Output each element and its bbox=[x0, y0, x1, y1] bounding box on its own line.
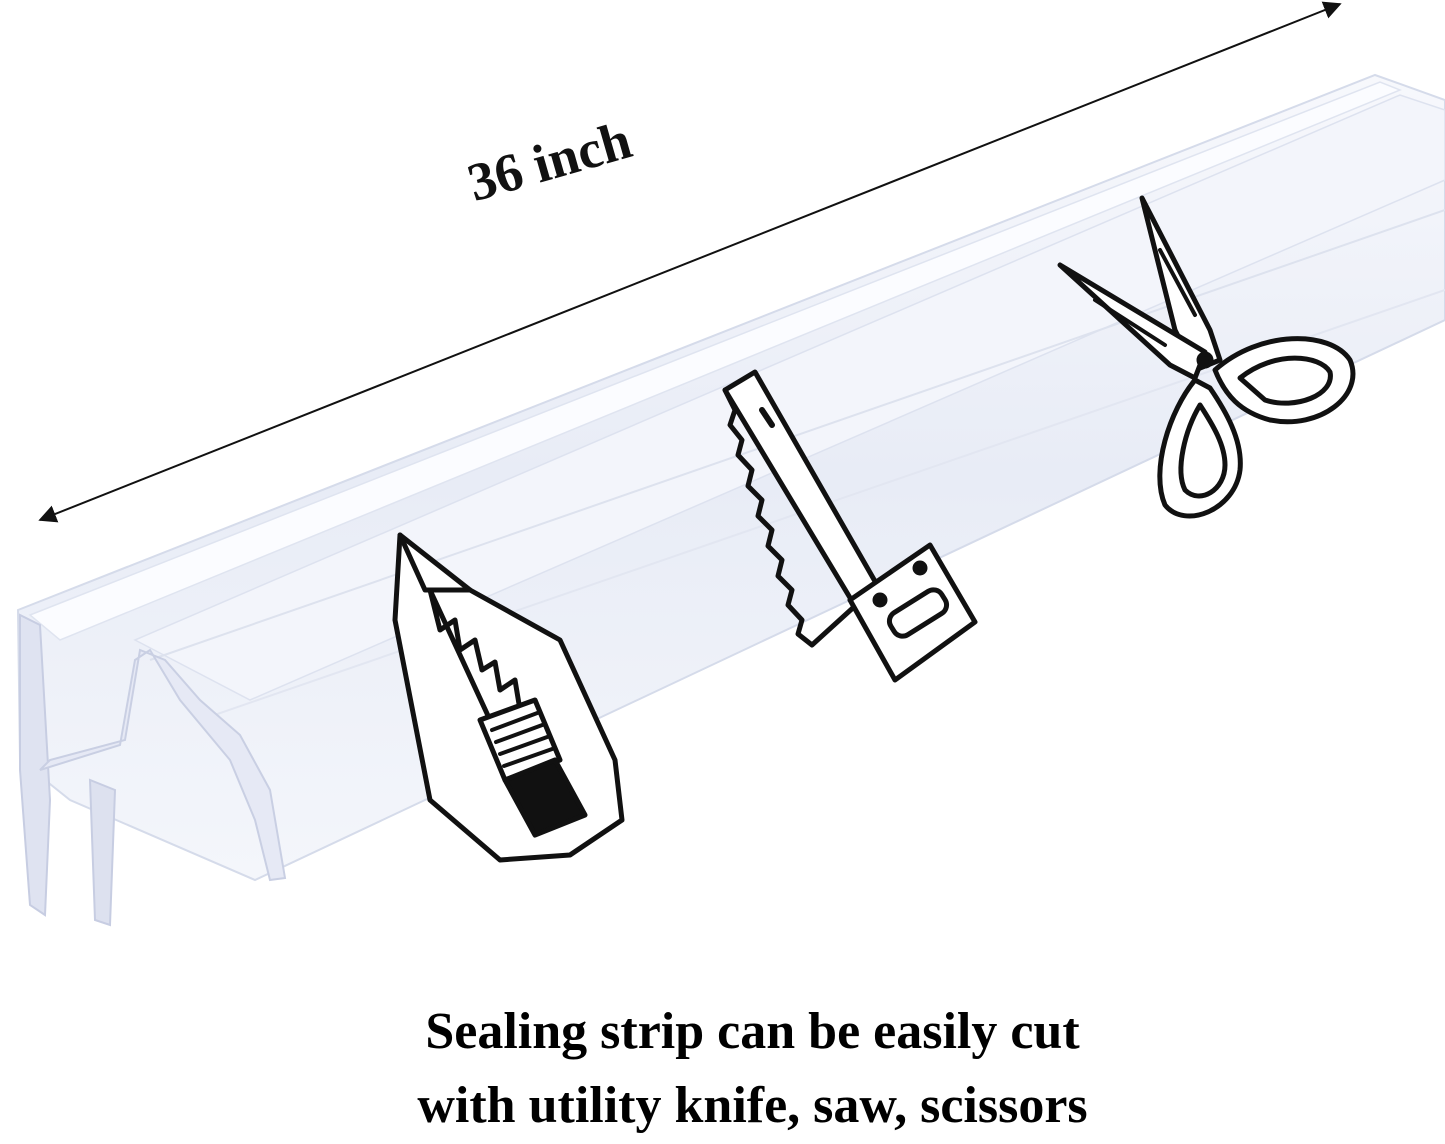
caption-line-1: Sealing strip can be easily cut bbox=[425, 1003, 1080, 1060]
utility-knife-icon bbox=[392, 532, 625, 863]
scissors-icon bbox=[1057, 195, 1356, 519]
saw-icon bbox=[722, 369, 978, 683]
dimension-arrow bbox=[38, 1, 1342, 523]
caption-line-2: with utility knife, saw, scissors bbox=[417, 1077, 1088, 1134]
sealing-strip bbox=[16, 73, 1445, 927]
